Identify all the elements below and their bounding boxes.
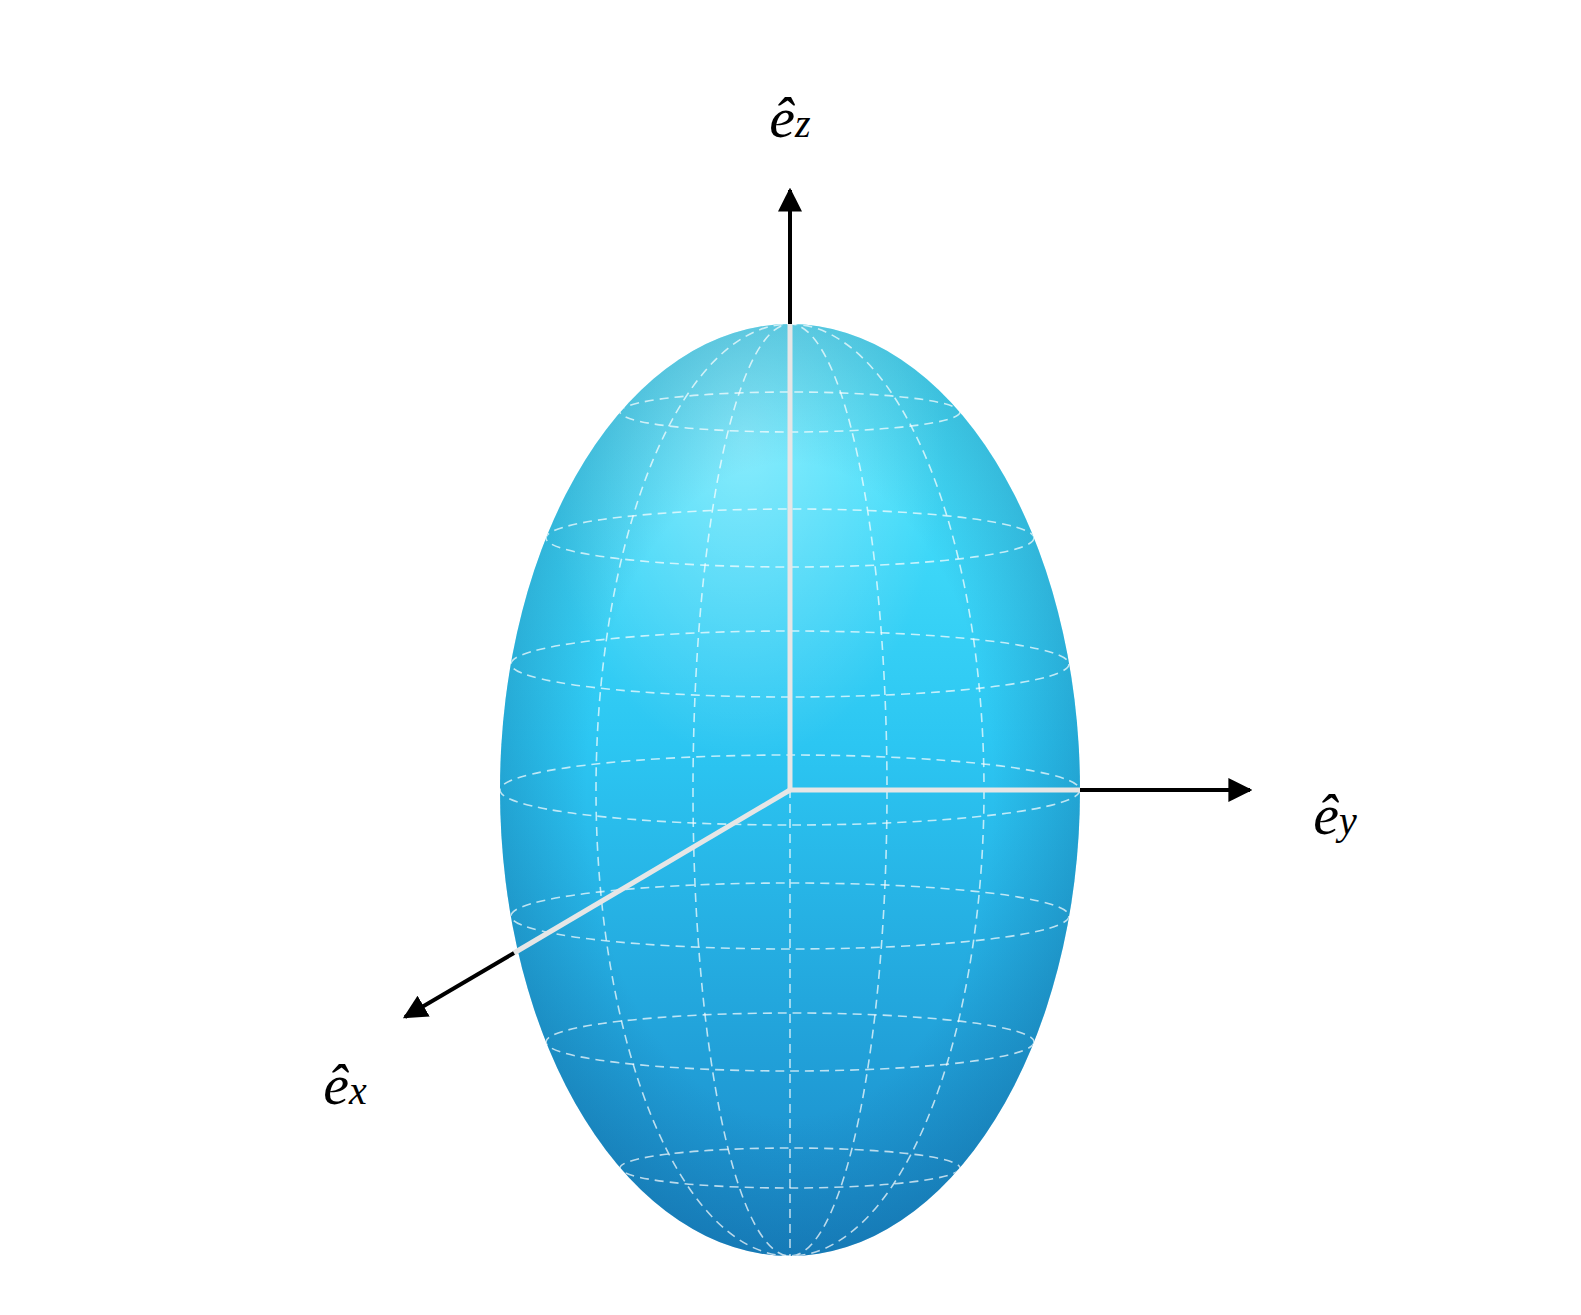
axis-label: êz — [769, 89, 810, 147]
axes — [405, 190, 1250, 1017]
axis-label: êy — [1313, 786, 1357, 844]
ellipsoid-body — [500, 324, 1080, 1256]
axis-label: êx — [323, 1056, 367, 1114]
grid-lines — [500, 324, 1080, 1256]
